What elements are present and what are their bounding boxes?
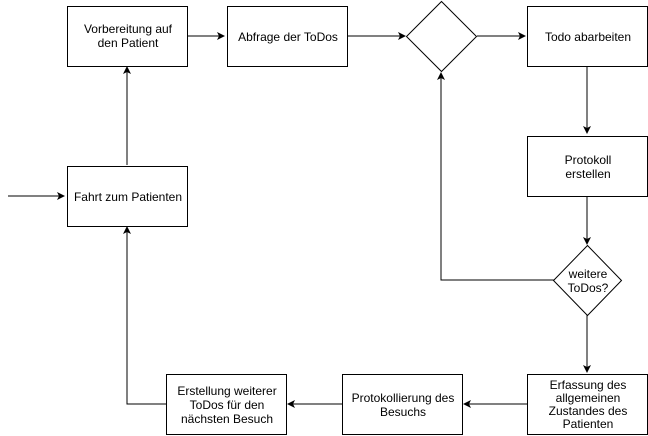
edge-erstellung-to-fahrt <box>123 226 166 405</box>
label-vorbereitung: Vorbereitung auf den Patient <box>83 22 173 50</box>
node-vorbereitung[interactable] <box>67 6 188 67</box>
label-abfrage: Abfrage der ToDos <box>238 30 338 44</box>
node-decision[interactable] <box>405 0 478 73</box>
node-fahrt[interactable] <box>67 166 188 227</box>
label-todo-abarbeiten: Todo abarbeiten <box>544 30 632 44</box>
label-erfassung: Erfassung des allgemeinen Zustandes des … <box>548 378 628 431</box>
node-protokoll-erstellen[interactable] <box>527 136 648 197</box>
node-todo-abarbeiten[interactable] <box>527 6 648 67</box>
node-abfrage[interactable] <box>227 6 348 67</box>
node-erfassung[interactable] <box>527 374 648 435</box>
label-erstellung: Erstellung weiterer ToDos für den nächst… <box>177 384 277 426</box>
node-protokollierung[interactable] <box>342 374 463 435</box>
edge-weitere-loop-back <box>437 72 554 281</box>
node-weitere-todos[interactable] <box>552 244 623 317</box>
label-weitere-todos: weitere ToDos? <box>567 267 609 295</box>
label-protokollierung: Protokollierung des Besuchs <box>351 391 455 419</box>
node-erstellung[interactable] <box>166 374 287 435</box>
label-fahrt: Fahrt zum Patienten <box>73 190 183 204</box>
label-protokoll-erstellen: Protokoll erstellen <box>564 153 612 181</box>
